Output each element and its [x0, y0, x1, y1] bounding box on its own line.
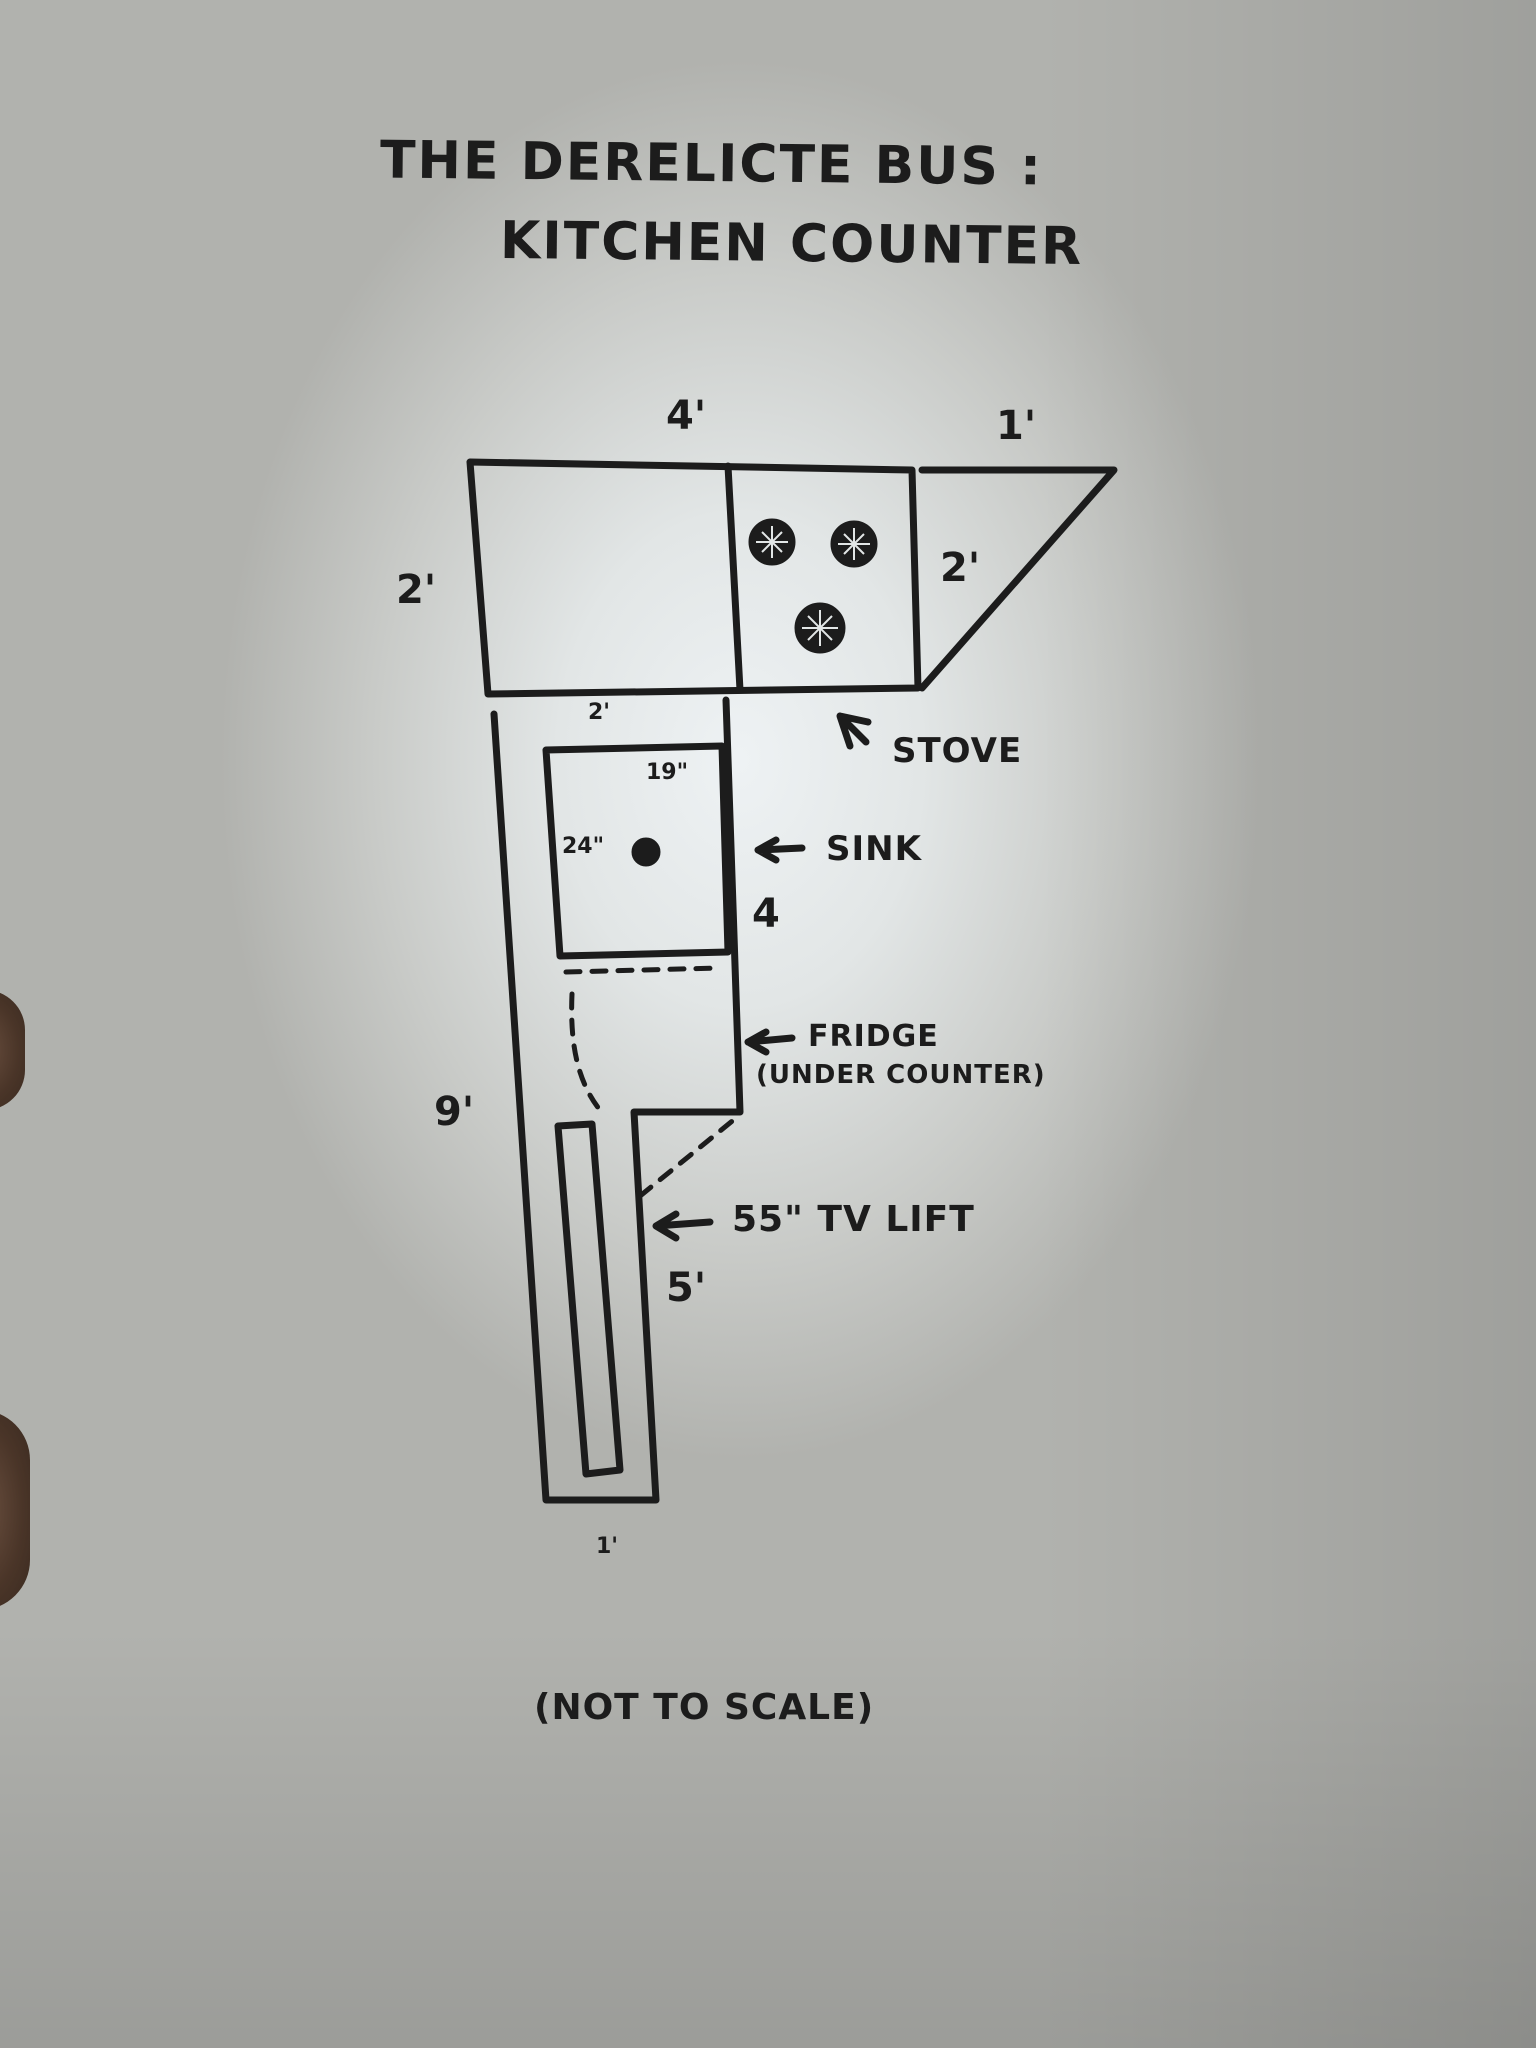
tv-lift-arrow	[652, 1210, 714, 1242]
dim-arm-mid: 4	[752, 891, 780, 937]
label-fridge: FRIDGE	[808, 1019, 939, 1054]
label-fridge-under-counter: (UNDER COUNTER)	[756, 1060, 1046, 1090]
dim-sink-depth: 24"	[562, 834, 605, 859]
dim-bottom-width: 1'	[596, 1534, 619, 1559]
sink-drain-icon	[631, 837, 661, 867]
tv-lift-slot	[554, 1120, 624, 1478]
dim-arm-top: 2'	[588, 700, 611, 725]
dim-left-depth: 2'	[396, 567, 437, 613]
sink-basin	[542, 742, 732, 960]
dim-wedge-top: 1'	[996, 403, 1037, 449]
paper-shadow-right	[1036, 0, 1536, 2048]
not-to-scale-note: (NOT TO SCALE)	[534, 1687, 875, 1728]
fridge-dashed-top	[563, 965, 723, 975]
label-sink: SINK	[826, 829, 922, 869]
dim-wedge-depth: 2'	[940, 545, 981, 591]
dim-tv-section: 5'	[666, 1265, 707, 1311]
wedge-outline	[918, 466, 1118, 692]
dim-top-width: 4'	[666, 393, 707, 439]
label-stove: STOVE	[892, 731, 1023, 771]
finger	[0, 1410, 30, 1610]
sink-arrow	[754, 836, 806, 864]
dim-total-length: 9'	[434, 1089, 475, 1135]
dim-sink-width: 19"	[646, 760, 689, 785]
paper-shadow-bottom	[0, 1628, 1536, 2048]
arm-left-edge	[490, 696, 744, 1504]
stove-arrow	[836, 712, 872, 750]
label-tv-lift: 55" TV LIFT	[732, 1199, 975, 1240]
top-counter-outline	[466, 458, 922, 698]
fridge-arrow	[744, 1028, 796, 1056]
fridge-dashed-side	[569, 991, 603, 1113]
stove-divider	[724, 462, 744, 694]
tv-dashed-diagonal	[637, 1115, 739, 1199]
